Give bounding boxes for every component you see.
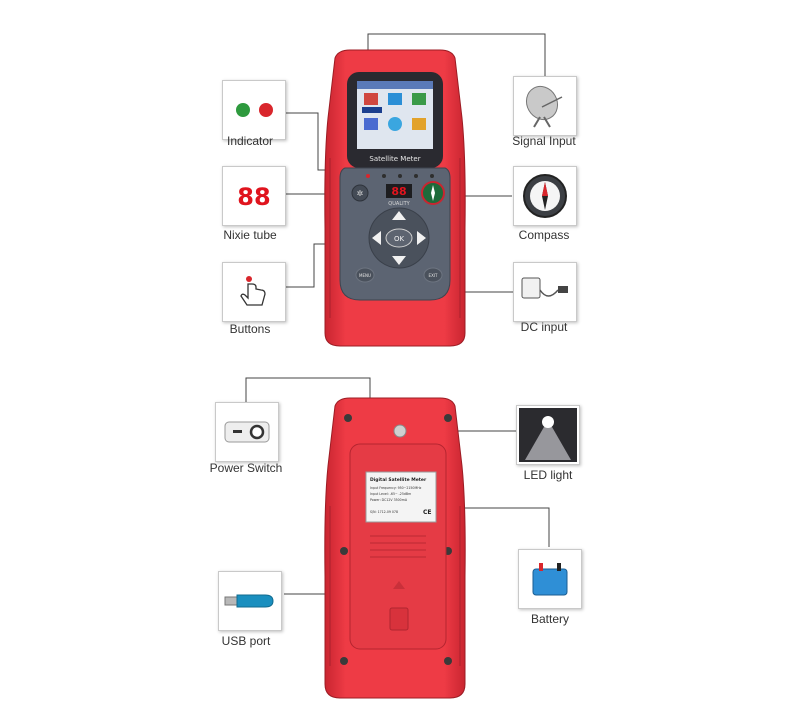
compass-icon	[523, 174, 567, 218]
light-button[interactable]	[351, 184, 369, 202]
sticker-line-3: Power: DC12V 3500mA	[370, 498, 408, 502]
power-line	[245, 377, 371, 402]
svg-text:✲: ✲	[357, 189, 364, 198]
nixie-label: Nixie tube	[223, 228, 277, 242]
sticker-line-2: Input Level: -65~ -25dBm	[370, 492, 411, 496]
nixie-value: 88	[391, 185, 406, 198]
usb-label: USB port	[221, 634, 271, 648]
battery-label: Battery	[530, 612, 569, 626]
power-label: Power Switch	[209, 461, 283, 475]
ok-button[interactable]	[385, 228, 413, 248]
compass-thumb	[513, 166, 577, 226]
battery-line	[428, 507, 550, 547]
setup-icon	[412, 118, 426, 130]
menu-label: MENU	[359, 273, 371, 278]
sat-icon	[364, 118, 378, 130]
sticker-serial: S/N: 1712-09 078	[370, 510, 398, 514]
spectrum-icon	[388, 93, 402, 105]
battery-icon	[532, 563, 568, 596]
left-button[interactable]	[372, 231, 381, 245]
signal-label: Signal Input	[512, 134, 576, 148]
usb-stick-icon	[224, 594, 274, 608]
indicator-leds	[366, 174, 434, 178]
led-label: LED light	[523, 468, 573, 482]
tp-icon	[388, 117, 402, 131]
exit-label: EXIT	[429, 273, 438, 278]
signal-line	[367, 33, 546, 76]
svg-text:88: 88	[237, 183, 270, 211]
hand-pointer-icon	[240, 276, 266, 306]
right-button[interactable]	[417, 231, 426, 245]
led-thumb	[516, 405, 580, 465]
up-button[interactable]	[392, 211, 406, 220]
grip-grooves	[370, 535, 426, 558]
lcd-screen	[357, 81, 433, 149]
battery-thumb	[518, 549, 582, 609]
indicator-thumb	[222, 80, 286, 140]
power-thumb	[215, 402, 279, 462]
brand-label: Satellite Meter	[369, 155, 420, 163]
buttons-label: Buttons	[229, 322, 271, 336]
dpad[interactable]: OK	[368, 207, 430, 269]
screws	[340, 414, 452, 665]
dc-thumb	[513, 262, 577, 322]
usb-cover[interactable]	[389, 607, 409, 631]
quality-label: QUALITY	[388, 201, 410, 207]
indicator-label: Indicator	[226, 134, 274, 148]
find-icon	[364, 93, 378, 105]
dc-label: DC input	[520, 320, 568, 334]
nixie-thumb: 88	[222, 166, 286, 226]
sticker-line-1: Input Frequency: 950~2150MHz	[370, 486, 422, 490]
dc-adapter-icon	[521, 277, 568, 299]
led-light-icon	[519, 408, 577, 462]
ce-mark: CE	[423, 509, 432, 516]
nixie-display	[386, 184, 412, 198]
compass-label: Compass	[518, 228, 570, 242]
usb-thumb	[218, 571, 282, 631]
exit-button[interactable]	[423, 267, 443, 283]
meter-front: Satellite Meter 88 QUALITY ✲ OK	[324, 49, 466, 347]
nixie-digits-icon: 88	[231, 183, 277, 211]
led-lens	[393, 424, 407, 438]
power-switch-icon	[224, 421, 270, 443]
limit-icon	[412, 93, 426, 105]
meter-back: Digital Satellite Meter Input Frequency:…	[324, 397, 466, 699]
menu-button[interactable]	[355, 267, 375, 283]
down-button[interactable]	[392, 256, 406, 265]
spec-sticker	[365, 471, 437, 523]
sticker-title: Digital Satellite Meter	[370, 477, 427, 483]
satellite-dish-icon	[525, 85, 563, 128]
ok-label: OK	[394, 235, 405, 243]
buttons-thumb	[222, 262, 286, 322]
signal-thumb	[513, 76, 577, 136]
indicator-leds-icon	[236, 103, 273, 117]
